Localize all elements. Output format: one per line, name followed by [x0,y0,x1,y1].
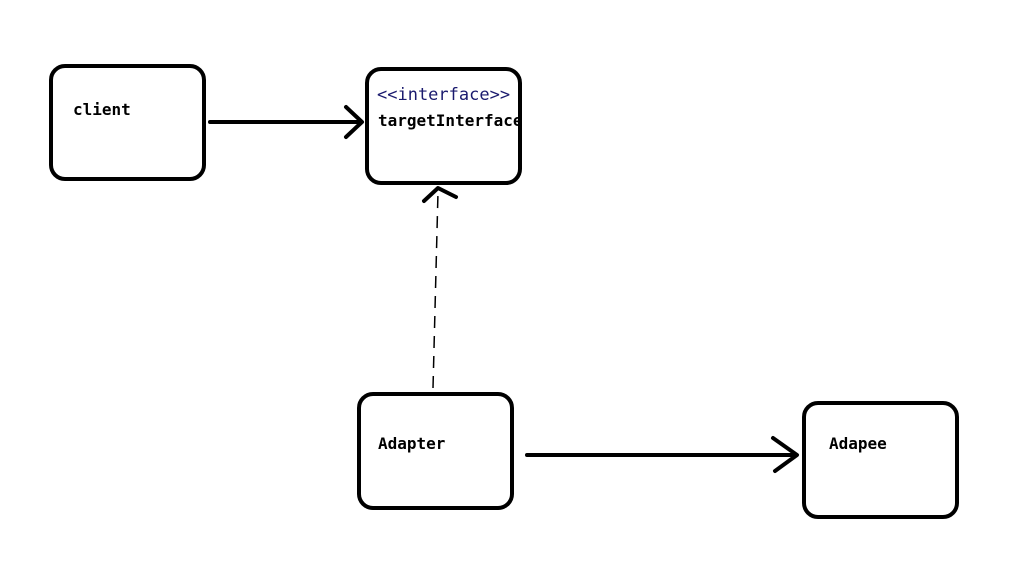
edge-client-to-target [208,105,364,139]
node-target-label: targetInterface [378,111,523,130]
node-adaptee [802,401,959,519]
arrowhead-icon [422,186,458,203]
node-client-label: client [73,100,131,119]
node-target-stereotype: <<interface>> [377,85,511,105]
node-target-interface [365,67,522,185]
node-adapter [357,392,514,510]
arrowhead-icon [344,105,364,139]
node-adapter-label: Adapter [378,434,446,453]
arrowhead-icon [771,436,799,473]
edge-dashed-line [432,191,439,389]
node-adaptee-label: Adapee [829,434,887,453]
node-client [49,64,206,181]
edge-adapter-to-adaptee [525,436,799,473]
edge-adapter-to-target [422,186,458,389]
